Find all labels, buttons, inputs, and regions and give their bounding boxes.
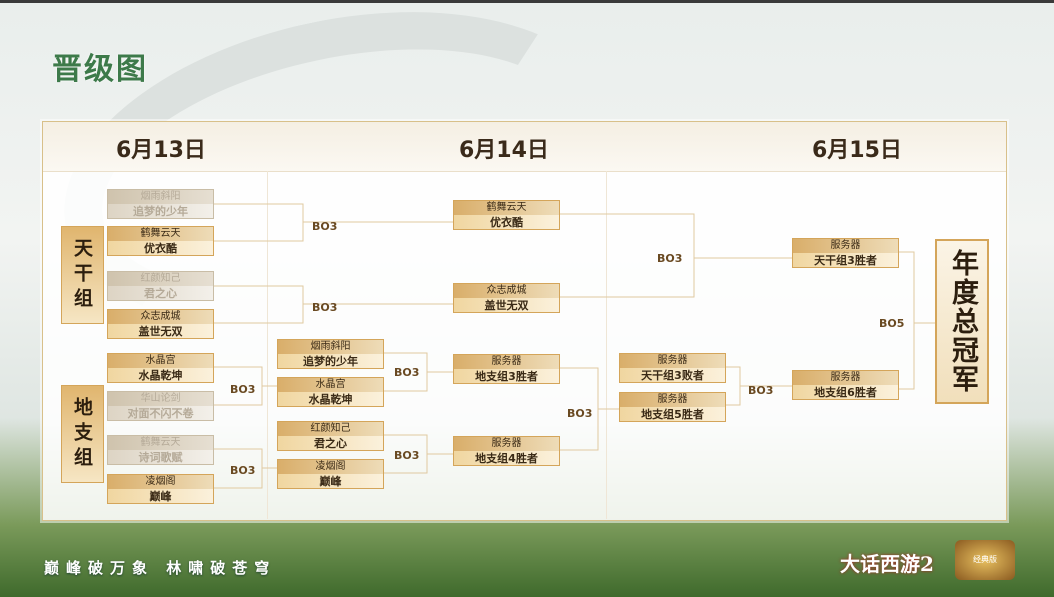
- column-divider: [267, 171, 268, 519]
- server-name: 红颜知己: [278, 422, 383, 436]
- match-format: BO3: [230, 383, 256, 396]
- column-divider: [606, 171, 607, 519]
- date-header: [43, 122, 1006, 172]
- team-name: 水晶乾坤: [138, 369, 183, 382]
- team-box: 众志成城盖世无双: [453, 283, 560, 313]
- server-name: 服务器: [454, 355, 559, 369]
- server-name: 鹤舞云天: [108, 436, 213, 450]
- team-name: 水晶乾坤: [308, 393, 353, 406]
- match-format: BO3: [394, 449, 420, 462]
- team-name: 君之心: [144, 287, 177, 300]
- match-format: BO3: [567, 407, 593, 420]
- date-label: 6月13日: [116, 138, 206, 163]
- server-name: 凌烟阁: [278, 460, 383, 474]
- server-name: 众志成城: [108, 310, 213, 324]
- team-box: 服务器地支组6胜者: [792, 370, 899, 400]
- team-name: 追梦的少年: [133, 205, 188, 218]
- server-name: 烟雨斜阳: [108, 190, 213, 204]
- server-name: 华山论剑: [108, 392, 213, 406]
- team-box: 鹤舞云天优衣酷: [107, 226, 214, 256]
- team-name: 地支组3胜者: [475, 370, 538, 383]
- server-name: 红颜知己: [108, 272, 213, 286]
- team-box: 水晶宫水晶乾坤: [107, 353, 214, 383]
- edition-logo: 经典版: [955, 540, 1015, 580]
- server-name: 水晶宫: [278, 378, 383, 392]
- team-box: 服务器地支组5胜者: [619, 392, 726, 422]
- page-title: 晋级图: [52, 52, 148, 87]
- team-name: 优衣酷: [490, 216, 523, 229]
- team-name: 优衣酷: [144, 242, 177, 255]
- team-box: 烟雨斜阳追梦的少年: [107, 189, 214, 219]
- group-label-dizhi: 地支组: [61, 385, 104, 483]
- team-box: 鹤舞云天优衣酷: [453, 200, 560, 230]
- team-box: 水晶宫水晶乾坤: [277, 377, 384, 407]
- server-name: 服务器: [793, 371, 898, 385]
- team-name: 君之心: [314, 437, 347, 450]
- team-name: 地支组5胜者: [641, 408, 704, 421]
- team-box: 华山论剑对面不闪不卷: [107, 391, 214, 421]
- server-name: 服务器: [620, 393, 725, 407]
- team-box: 凌烟阁巅峰: [277, 459, 384, 489]
- team-name: 天干组3败者: [641, 369, 704, 382]
- top-bar: [0, 0, 1054, 3]
- server-name: 凌烟阁: [108, 475, 213, 489]
- server-name: 服务器: [793, 239, 898, 253]
- team-name: 追梦的少年: [303, 355, 358, 368]
- team-box: 众志成城盖世无双: [107, 309, 214, 339]
- server-name: 鹤舞云天: [454, 201, 559, 215]
- server-name: 鹤舞云天: [108, 227, 213, 241]
- team-name: 诗词歌赋: [138, 451, 183, 464]
- team-name: 巅峰: [149, 490, 172, 503]
- match-format: BO3: [312, 220, 338, 233]
- team-name: 地支组4胜者: [475, 452, 538, 465]
- champion-box: 年度总冠军: [935, 239, 989, 404]
- team-box: 凌烟阁巅峰: [107, 474, 214, 504]
- team-name: 天干组3胜者: [814, 254, 877, 267]
- team-name: 对面不闪不卷: [127, 407, 194, 420]
- team-box: 服务器天干组3败者: [619, 353, 726, 383]
- server-name: 服务器: [454, 437, 559, 451]
- match-format: BO5: [879, 317, 905, 330]
- team-name: 盖世无双: [138, 325, 183, 338]
- server-name: 众志成城: [454, 284, 559, 298]
- game-logo: 大话西游2: [840, 552, 934, 576]
- server-name: 烟雨斜阳: [278, 340, 383, 354]
- server-name: 服务器: [620, 354, 725, 368]
- match-format: BO3: [394, 366, 420, 379]
- team-name: 地支组6胜者: [814, 386, 877, 399]
- match-format: BO3: [657, 252, 683, 265]
- team-box: 服务器地支组3胜者: [453, 354, 560, 384]
- team-box: 鹤舞云天诗词歌赋: [107, 435, 214, 465]
- team-box: 烟雨斜阳追梦的少年: [277, 339, 384, 369]
- team-box: 红颜知己君之心: [107, 271, 214, 301]
- match-format: BO3: [312, 301, 338, 314]
- date-label: 6月15日: [812, 138, 902, 163]
- server-name: 水晶宫: [108, 354, 213, 368]
- date-label: 6月14日: [459, 138, 549, 163]
- footer-slogan: 巅峰破万象 林啸破苍穹: [44, 559, 277, 577]
- match-format: BO3: [748, 384, 774, 397]
- team-box: 红颜知己君之心: [277, 421, 384, 451]
- team-box: 服务器地支组4胜者: [453, 436, 560, 466]
- team-box: 服务器天干组3胜者: [792, 238, 899, 268]
- match-format: BO3: [230, 464, 256, 477]
- team-name: 巅峰: [319, 475, 342, 488]
- team-name: 盖世无双: [484, 299, 529, 312]
- group-label-tiangan: 天干组: [61, 226, 104, 324]
